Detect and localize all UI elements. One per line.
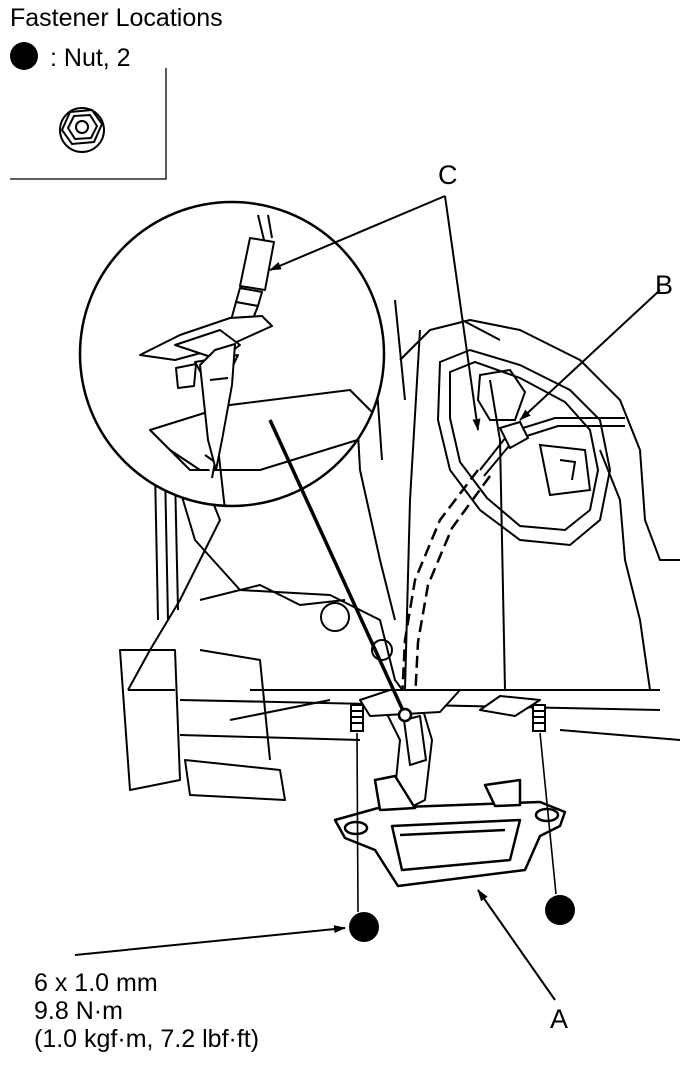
callout-c-label: C <box>438 160 458 190</box>
nut-legend-symbol-icon <box>10 42 38 70</box>
torque-spec-size: 6 x 1.0 mm <box>34 969 158 997</box>
leader-b <box>519 289 661 421</box>
zoom-connector-end <box>397 707 413 723</box>
torque-spec-nm: 9.8 N·m <box>34 997 123 1025</box>
callout-a-label: A <box>550 1004 569 1034</box>
handle-a <box>333 774 567 888</box>
body-panel <box>119 284 681 801</box>
legend-box <box>10 68 167 180</box>
nut-left-icon <box>349 912 379 942</box>
cable-clip-b <box>498 420 530 450</box>
leader-c-zoom <box>269 195 446 271</box>
torque-spec-alt: (1.0 kgf·m, 7.2 lbf·ft) <box>34 1025 260 1053</box>
stud-guide-lines <box>356 732 557 913</box>
cable-c <box>400 469 492 701</box>
legend-item-label: : Nut, 2 <box>50 44 131 72</box>
callout-b-label: B <box>655 270 674 300</box>
latch-assembly <box>359 689 541 811</box>
detail-zoom-circle <box>78 200 386 508</box>
zoom-connector <box>268 419 407 716</box>
flange-nut-icon <box>59 107 105 153</box>
legend-title: Fastener Locations <box>10 4 223 32</box>
leader-lines <box>74 195 661 1001</box>
latch-recess <box>436 348 612 547</box>
stud-right <box>532 704 546 732</box>
cable-b <box>479 417 625 477</box>
leader-torque <box>74 925 346 956</box>
leader-a <box>477 889 556 1001</box>
stud-left <box>350 704 364 732</box>
leader-c-cable <box>444 195 481 431</box>
nut-right-icon <box>545 895 575 925</box>
torque-spec: 6 x 1.0 mm 9.8 N·m (1.0 kgf·m, 7.2 lbf·f… <box>34 969 259 1053</box>
